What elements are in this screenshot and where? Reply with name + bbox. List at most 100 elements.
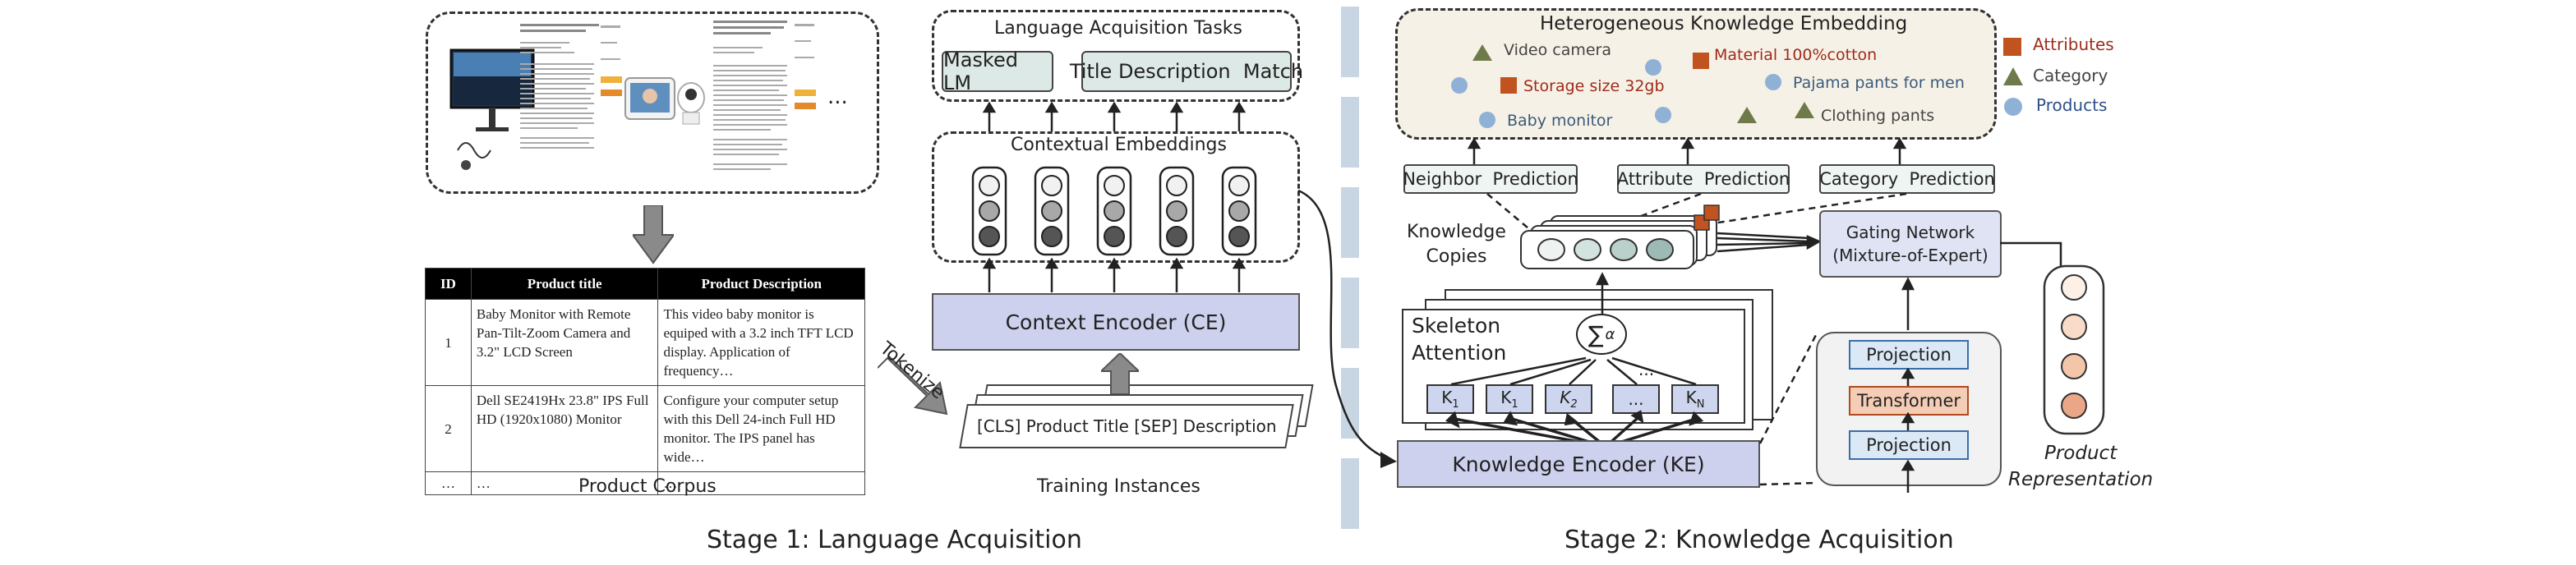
table-header-row: ID Product title Product Description xyxy=(425,268,865,300)
attribute-node xyxy=(1500,77,1517,94)
task-title-description-match-label: Title Description Match xyxy=(1069,60,1304,83)
prediction-to-hke-arrows xyxy=(1467,138,1907,164)
table-cell: 1 xyxy=(425,299,472,386)
up-arrow-icon xyxy=(1099,351,1141,395)
sigma-symbol: ∑ xyxy=(1588,320,1604,348)
table-cell: … xyxy=(425,471,472,495)
product-images-panel: ... xyxy=(426,11,879,194)
adapter-internal-arrows xyxy=(1901,368,1915,493)
table-cell: 2 xyxy=(425,385,472,472)
category-node xyxy=(1795,102,1814,118)
down-arrow-icon xyxy=(631,204,675,264)
knowledge-encoder-label: Knowledge Encoder (KE) xyxy=(1452,452,1705,476)
encoder-to-embedding-arrows xyxy=(982,257,1247,292)
embedding-column xyxy=(1034,166,1070,256)
node-label-clothing: Clothing pants xyxy=(1821,107,1935,125)
table-header-id: ID xyxy=(425,268,472,300)
table-cell: Dell SE2419Hx 23.8" IPS Full HD (1920x10… xyxy=(470,385,659,472)
table-cell: Baby Monitor with Remote Pan-Tilt-Zoom C… xyxy=(470,299,659,386)
node-label-storage: Storage size 32gb xyxy=(1523,77,1665,95)
language-tasks-panel xyxy=(932,10,1300,102)
knowledge-graph xyxy=(1451,44,1814,128)
table-cell: This video baby monitor is equiped with … xyxy=(657,299,865,386)
node-label-pajama: Pajama pants for men xyxy=(1793,74,1965,92)
embedding-column xyxy=(1096,166,1132,256)
language-tasks-title: Language Acquisition Tasks xyxy=(994,18,1242,39)
k-box: KN xyxy=(1671,384,1719,414)
legend-product-swatch xyxy=(2004,98,2022,116)
monitor-product-text xyxy=(518,22,601,178)
product-corpus-label: Product Corpus xyxy=(578,476,717,497)
table-row: 1 Baby Monitor with Remote Pan-Tilt-Zoom… xyxy=(425,299,865,386)
task-title-description-match: Title Description Match xyxy=(1070,51,1303,92)
k-label-n: KN xyxy=(1685,388,1705,411)
legend-attributes-label: Attributes xyxy=(2033,34,2114,54)
legend-products-label: Products xyxy=(2036,95,2108,115)
table-header-title: Product title xyxy=(470,268,659,300)
training-instances-label: Training Instances xyxy=(1037,476,1200,497)
knowledge-encoder-box: Knowledge Encoder (KE) xyxy=(1397,440,1760,488)
legend-attribute-swatch xyxy=(2003,38,2021,56)
task-masked-lm: Masked LM xyxy=(942,48,1053,94)
projection-bottom-box: Projection xyxy=(1849,430,1969,460)
legend-category-label: Category xyxy=(2033,66,2108,85)
projection-top-box: Projection xyxy=(1849,340,1969,370)
product-node xyxy=(1479,112,1495,128)
projection-top-label: Projection xyxy=(1866,345,1952,365)
category-prediction-label: Category Prediction xyxy=(1819,169,1995,189)
training-instance-card: [CLS] Product Title [SEP] Description xyxy=(959,404,1294,448)
knowledge-embedding-title: Heterogeneous Knowledge Embedding xyxy=(1540,13,1908,34)
embedding-column xyxy=(971,166,1007,256)
k-label-1: K1 xyxy=(1441,388,1459,411)
copies-to-gating-arrows xyxy=(1717,232,1822,253)
transformer-label: Transformer xyxy=(1856,391,1961,411)
neighbor-prediction-label: Neighbor Prediction xyxy=(1403,169,1578,189)
product-representation-label: Product Representation xyxy=(2008,443,2154,490)
gating-network-box: Gating Network (Mixture-of-Expert) xyxy=(1819,210,2002,278)
attribute-prediction-label: Attribute Prediction xyxy=(1616,169,1790,189)
legend: Attributes Category Products xyxy=(2003,33,2176,123)
attribute-prediction-box: Attribute Prediction xyxy=(1617,164,1790,194)
sum-attention-node: ∑α xyxy=(1576,314,1627,355)
stage2-title: Stage 2: Knowledge Acquisition xyxy=(1564,526,1954,554)
tokenize-arrow-icon xyxy=(877,353,960,419)
gating-network-label: Gating Network (Mixture-of-Expert) xyxy=(1832,223,1988,265)
copy-stack-markers xyxy=(1694,204,1720,231)
product-node xyxy=(1451,77,1468,94)
legend-category-swatch xyxy=(2003,67,2023,85)
knowledge-copy-front xyxy=(1520,230,1694,269)
knowledge-copy-stack xyxy=(1520,215,1717,273)
baby-monitor-product-text xyxy=(712,19,794,183)
ke-adapter-dashed-links xyxy=(1758,331,1819,486)
product-table: ID Product title Product Description 1 B… xyxy=(425,268,865,495)
stage1-title: Stage 1: Language Acquisition xyxy=(707,526,1082,554)
context-encoder-box: Context Encoder (CE) xyxy=(932,293,1300,351)
k-box: K1 xyxy=(1426,384,1474,414)
neighbor-prediction-box: Neighbor Prediction xyxy=(1403,164,1578,194)
projection-bottom-label: Projection xyxy=(1866,435,1952,455)
attention-arrows xyxy=(1445,272,1704,448)
knowledge-embedding-panel xyxy=(1395,8,1997,140)
corpus-ellipsis: ... xyxy=(827,85,848,109)
baby-monitor-product-image xyxy=(619,55,709,145)
monitor-price-column xyxy=(601,25,625,173)
contextual-embeddings-label: Contextual Embeddings xyxy=(1011,135,1227,155)
category-node xyxy=(1737,107,1757,123)
contextual-embedding-columns xyxy=(971,166,1257,292)
node-label-material: Material 100%cotton xyxy=(1714,46,1878,64)
ce-to-ke-curve-arrow xyxy=(1297,189,1397,468)
embedding-to-task-arrows xyxy=(982,102,1247,131)
stage-divider xyxy=(1341,0,1359,565)
product-node xyxy=(1645,59,1661,76)
product-node xyxy=(1655,107,1671,123)
attribute-node xyxy=(1693,53,1709,69)
k-label-2: K1 xyxy=(1500,388,1518,411)
k-label-3: K2 xyxy=(1560,388,1578,411)
table-row: 2 Dell SE2419Hx 23.8" IPS Full HD (1920x… xyxy=(425,385,865,472)
product-representation-vector xyxy=(2043,264,2105,435)
node-label-video-camera: Video camera xyxy=(1504,41,1612,59)
adapter-to-gating-arrow xyxy=(1901,277,1915,330)
table-header-description: Product Description xyxy=(657,268,865,300)
embedding-column xyxy=(1221,166,1257,256)
